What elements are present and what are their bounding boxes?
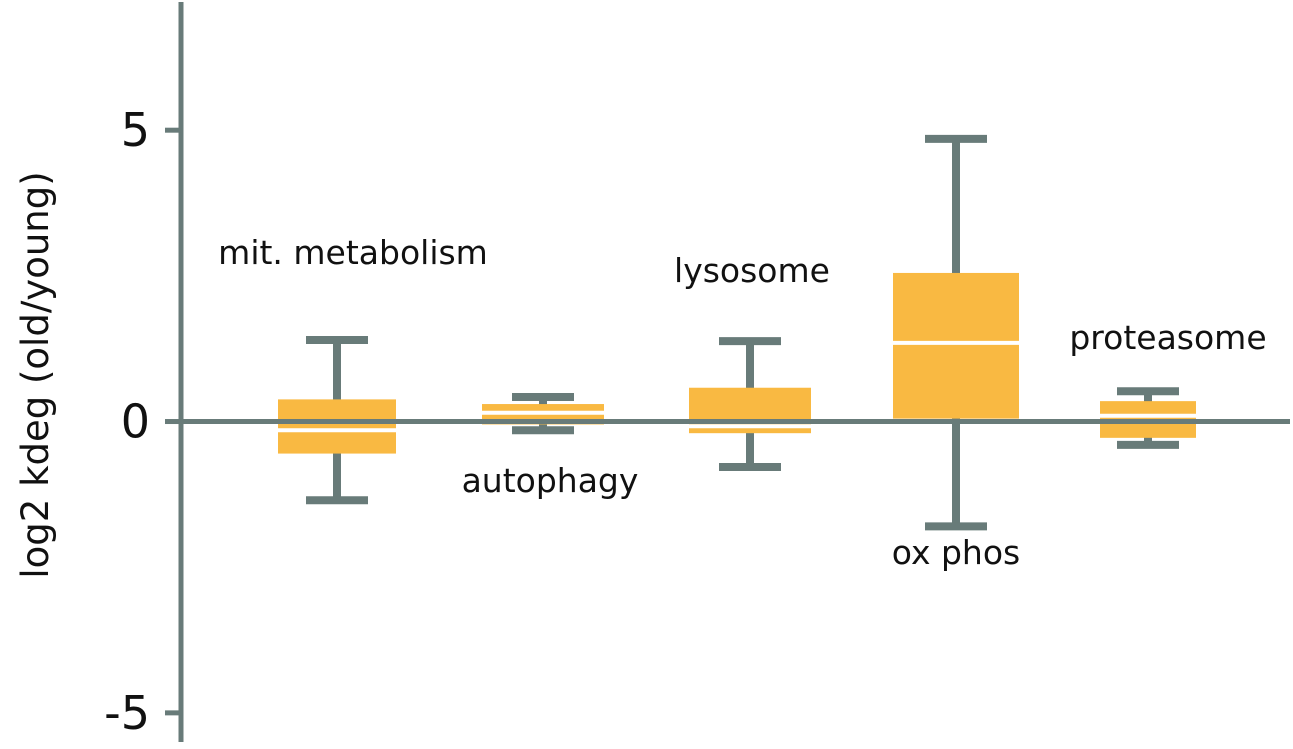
y-tick-label: -5: [104, 686, 150, 740]
box-iqr: [893, 272, 1019, 419]
category-label: ox phos: [892, 533, 1020, 572]
box-2: [482, 393, 604, 435]
y-tick-label: 0: [121, 395, 150, 449]
box-1: [278, 335, 396, 505]
y-tick-label: 5: [121, 103, 150, 157]
box-4: [893, 134, 1019, 531]
category-label: mit. metabolism: [218, 233, 488, 272]
box-5: [1100, 387, 1196, 449]
box-3: [689, 337, 811, 471]
category-label: proteasome: [1069, 318, 1266, 357]
y-axis-label: log2 kdeg (old/young): [14, 171, 57, 578]
category-label: autophagy: [462, 461, 639, 500]
box-iqr: [278, 399, 396, 454]
category-label: lysosome: [674, 251, 830, 290]
